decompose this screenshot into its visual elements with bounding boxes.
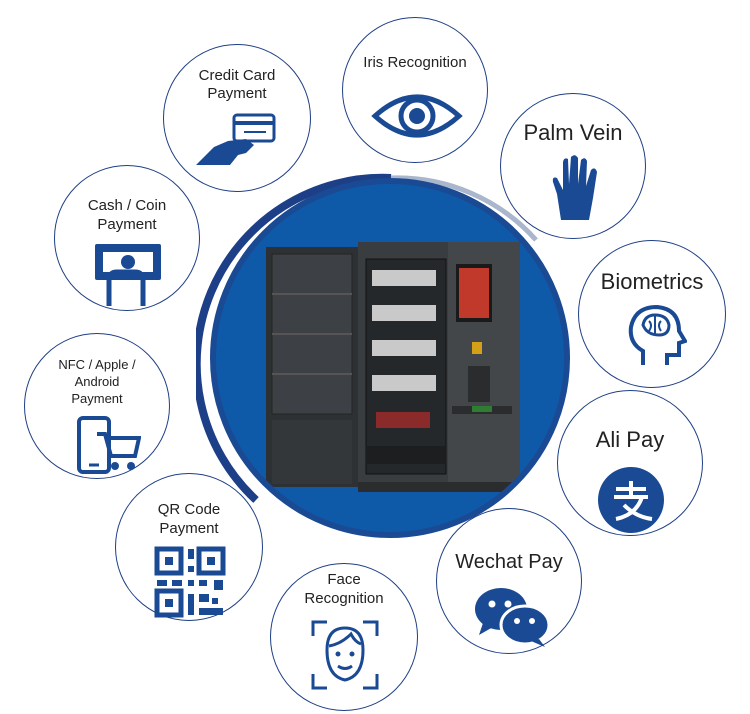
palm-icon [551, 154, 601, 222]
qr-code-payment-label: QR Code Payment [157, 501, 221, 537]
brain-head-icon [623, 303, 687, 367]
nfc-payment-label: NFC / Apple / Android Payment [58, 357, 136, 406]
alipay-icon [596, 465, 666, 535]
iris-recognition-circle: Iris Recognition [342, 17, 488, 163]
ali-pay-label: Ali Pay [595, 427, 665, 452]
qr-code-icon [154, 546, 226, 618]
cash-coin-payment-circle: Cash / Coin Payment [54, 165, 200, 311]
eye-icon [371, 90, 463, 142]
palm-vein-circle: Palm Vein [500, 93, 646, 239]
ali-pay-circle: Ali Pay [557, 390, 703, 536]
face-scan-icon [311, 620, 379, 690]
wechat-pay-label: Wechat Pay [455, 551, 563, 573]
credit-card-payment-label: Credit Card Payment [198, 67, 276, 102]
qr-code-payment-circle: QR Code Payment [115, 473, 263, 621]
cash-coin-payment-label: Cash / Coin Payment [87, 197, 167, 233]
biometrics-label: Biometrics [600, 269, 704, 294]
cash-hand-icon [93, 242, 165, 308]
vending-machine-circle [210, 178, 570, 538]
hand-card-icon [194, 111, 278, 171]
credit-card-payment-circle: Credit Card Payment [163, 44, 311, 192]
vending-machine-image [266, 242, 520, 492]
wechat-icon [473, 585, 551, 647]
iris-recognition-label: Iris Recognition [363, 54, 467, 71]
face-recognition-label: Face Recognition [304, 571, 384, 607]
nfc-apple-android-payment-circle: NFC / Apple / Android Payment [24, 333, 170, 479]
wechat-pay-circle: Wechat Pay [436, 508, 582, 654]
phone-cart-icon [75, 416, 141, 478]
face-recognition-circle: Face Recognition [270, 563, 418, 711]
palm-vein-label: Palm Vein [523, 120, 623, 145]
biometrics-circle: Biometrics [578, 240, 726, 388]
